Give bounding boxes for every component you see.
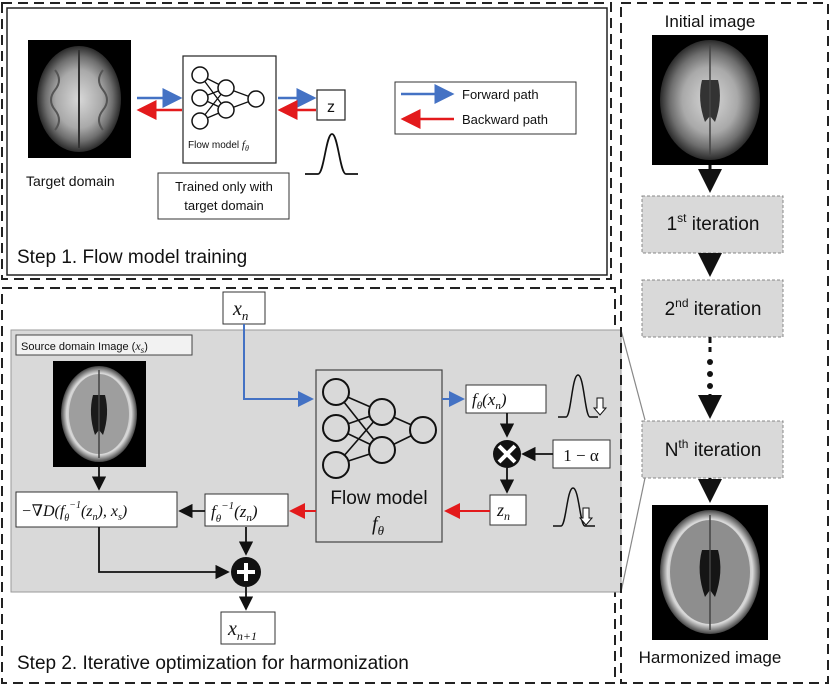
finv-box: [204, 493, 289, 527]
flow-model-box-step1: [182, 55, 277, 164]
iteration-2-label: 2nd iteration: [665, 296, 762, 320]
trained-note-line1: Trained only with: [175, 179, 273, 194]
alpha-box: [552, 439, 611, 469]
gaussian-curve-step1: [305, 133, 358, 175]
source-domain-label-box: [15, 334, 193, 356]
iteration-1-label: 1st iteration: [667, 211, 760, 235]
iteration-1-box: [641, 195, 784, 254]
z-box: [316, 89, 346, 121]
fx-label: fθ(xn): [472, 390, 507, 412]
legend-backward-label: Backward path: [462, 112, 548, 127]
step2-panel: [1, 287, 616, 684]
gradient-box: [15, 491, 178, 528]
step1-inner-frame: [6, 7, 608, 276]
iteration-n-box: [641, 420, 784, 479]
xn1-box: [220, 611, 276, 645]
trained-note-box: [157, 172, 290, 220]
down-arrow-icon-fx: [592, 397, 608, 416]
initial-image: [652, 35, 768, 165]
arrow-grad-to-plus: [98, 527, 230, 580]
step2-title: Step 2. Iterative optimization for harmo…: [17, 653, 409, 674]
flow-model-label-step1: Flow model fθ: [188, 139, 249, 153]
source-domain-image: [53, 361, 146, 467]
xn-label: xn: [232, 298, 248, 323]
harmonized-image: [652, 505, 768, 640]
initial-image-label: Initial image: [665, 12, 756, 31]
xn1-label: xn+1: [227, 618, 257, 643]
down-arrow-icon-zn: [578, 507, 594, 526]
zn-box: [489, 494, 527, 526]
iteration-panel: [620, 2, 829, 684]
source-domain-label: Source domain Image (xs): [21, 339, 148, 355]
plus-icon: [231, 557, 261, 587]
flow-model-box-step2: [315, 369, 443, 543]
step1-title: Step 1. Flow model training: [17, 247, 247, 268]
iteration-2-box: [641, 279, 784, 338]
flow-model-symbol-step2: fθ: [372, 513, 385, 538]
legend-forward-label: Forward path: [462, 87, 539, 102]
flow-model-label-step2: Flow model: [330, 488, 427, 509]
fx-box: [465, 384, 547, 414]
zoom-line-bottom: [620, 477, 646, 593]
finv-label: fθ−1(zn): [211, 500, 258, 525]
zoom-line-top: [620, 329, 646, 421]
alpha-label: 1 − α: [563, 446, 599, 465]
z-label: z: [327, 99, 335, 116]
multiply-icon: [493, 440, 521, 468]
forward-path-xn-to-flow: [243, 324, 314, 407]
step1-panel: [1, 2, 612, 280]
gradient-label: −∇D(fθ−1(zn), xs): [21, 500, 127, 524]
iteration-n-label: Nth iteration: [665, 437, 762, 461]
target-domain-label: Target domain: [26, 173, 115, 189]
trained-note-line2: target domain: [184, 198, 264, 213]
gaussian-curve-fx: [558, 374, 598, 418]
legend: Forward path Backward path: [394, 81, 577, 135]
target-domain-image: [28, 40, 131, 158]
harmonized-image-label: Harmonized image: [639, 648, 782, 667]
gaussian-curve-zn: [553, 487, 595, 527]
zn-label: zn: [496, 500, 510, 523]
ellipsis-dots: [707, 359, 713, 389]
xn-input-box: [222, 291, 266, 325]
